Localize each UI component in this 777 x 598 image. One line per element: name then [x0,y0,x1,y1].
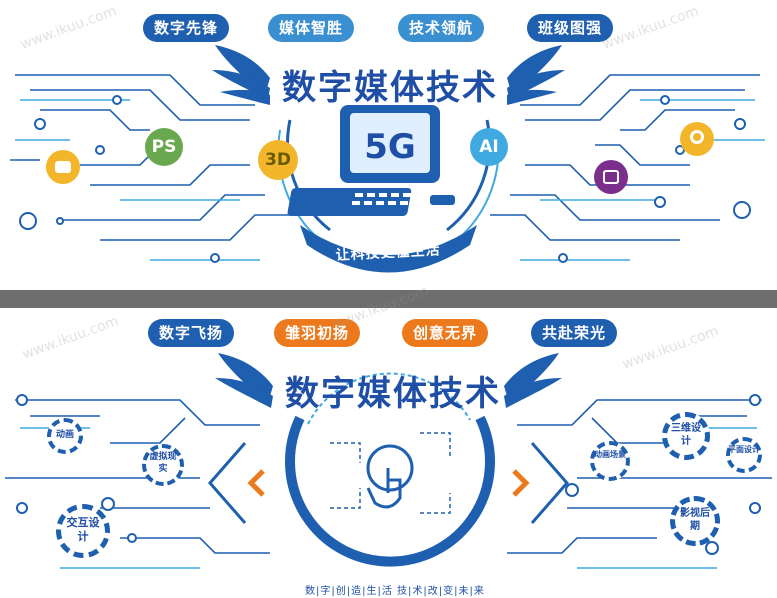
gear-interaction-design-label: 交互设计 [66,516,100,543]
bottom-title: 数字媒体技术 [285,374,501,414]
pill-shuzi-xianfeng: 数字先锋 [143,14,229,42]
pill-meiti-zhisheng: 媒体智胜 [268,14,354,42]
ai-badge: AI [470,128,508,166]
top-panel: 数字先锋 媒体智胜 技术领航 班级图强 数字媒体技术 5G 让科技更懂生活 PS… [0,0,777,290]
pill-gongfu-rongguang: 共赴荣光 [531,319,617,347]
robot-icon [46,150,80,184]
bottom-panel: 数字飞扬 雏羽初扬 创意无界 共赴荣光 数字媒体技术 动画 虚拟现实 交互设计 … [0,308,777,598]
bottom-footer-slogan: 数|字|创|造|生|活 技|术|改|变|未|来 [305,586,485,597]
gear-animation [47,418,83,454]
gear-virtual-reality [142,444,184,486]
gear-animation-label: 动画 [55,430,74,440]
ps-badge: PS [145,128,183,166]
gear-interaction-design [56,504,110,558]
screen-5g-text: 5G [364,127,416,167]
pill-chuyu-chuyang: 雏羽初扬 [274,319,360,347]
3d-badge: 3D [258,140,298,180]
pill-banji-tuqiang: 班级图强 [527,14,613,42]
gear-graphic-design [726,437,762,473]
gear-film-post-label: 影视后期 [680,508,710,532]
pill-jishu-linghang: 技术领航 [398,14,484,42]
hand-gear-icon [680,122,714,156]
gear-animation-scene-label: 动画场景 [594,450,626,459]
top-title: 数字媒体技术 [282,68,498,108]
gear-3d-design-label: 三维设计 [671,423,701,447]
pill-shuzi-feiyang: 数字飞扬 [148,319,234,347]
gear-graphic-design-label: 平面设计 [728,445,760,454]
bottom-circuit-graphic [5,353,772,569]
gear-film-post [670,496,720,546]
gear-3d-design [662,412,710,460]
gear-animation-scene [590,441,630,481]
top-circuit-graphic [10,45,765,273]
gear-virtual-reality-label: 虚拟现实 [149,452,177,474]
pill-chuangyi-wujie: 创意无界 [402,319,488,347]
camera-icon [594,160,628,194]
